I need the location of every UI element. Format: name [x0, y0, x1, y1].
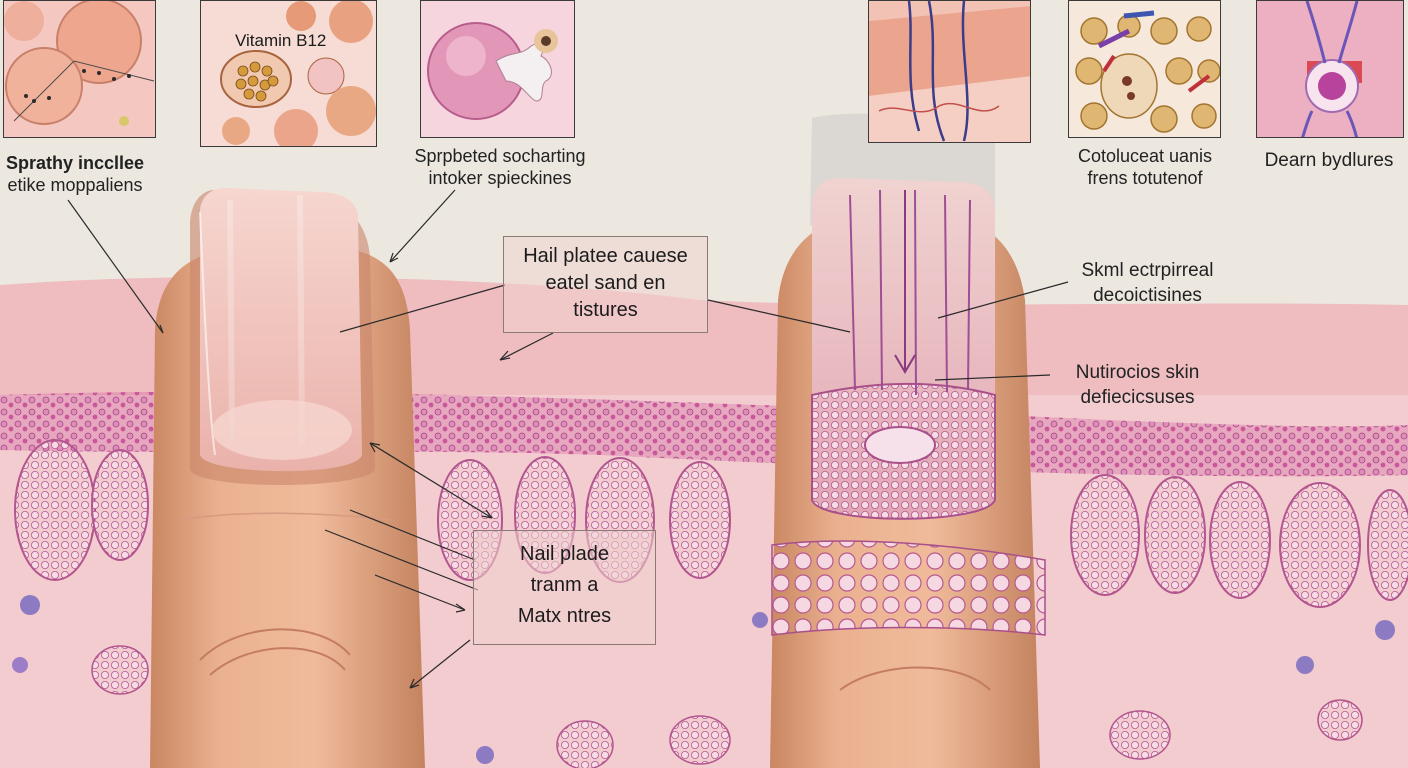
inset-cell-cluster: [1068, 0, 1221, 138]
pink-cell-illustration: [421, 1, 575, 138]
label-skml-line2: decoictisines: [1065, 283, 1230, 308]
label-top-center: Sprpbeted socharting intoker spieckines: [400, 145, 600, 189]
nail-box-line3: Matx ntres: [484, 601, 645, 632]
label-nutricos: Nutirocios skin defiecicsuses: [1055, 360, 1220, 410]
cell-cluster-illustration: [1069, 1, 1221, 138]
label-top-left-line1: Sprathy inccllee: [0, 152, 150, 174]
red-cells-illustration: [4, 1, 156, 138]
label-top-right-line1: Dearn bydlures: [1250, 150, 1408, 172]
right-finger: [770, 114, 1045, 768]
skin-section-illustration: [869, 1, 1031, 143]
label-top-right: Dearn bydlures: [1250, 150, 1408, 172]
label-top-left: Sprathy inccllee etike moppaliens: [0, 152, 150, 196]
vitamin-b12-title: Vitamin B12: [235, 31, 326, 51]
label-skml: Skml ectrpirreal decoictisines: [1065, 258, 1230, 308]
inset-skin-section: [868, 0, 1031, 143]
nail-plade-box: Nail plade tranm a Matx ntres: [473, 530, 656, 645]
label-top-right-center-line1: Cotoluceat uanis: [1060, 145, 1230, 167]
label-top-right-center-line2: frens totutenof: [1060, 167, 1230, 189]
label-nutricos-line1: Nutirocios skin: [1055, 360, 1220, 385]
label-top-center-line1: Sprpbeted socharting: [400, 145, 600, 167]
inset-red-cells: [3, 0, 156, 138]
label-top-left-line2: etike moppaliens: [0, 174, 150, 196]
label-top-right-center: Cotoluceat uanis frens totutenof: [1060, 145, 1230, 189]
nail-box-line1: Nail plade: [484, 539, 645, 570]
inset-nerve-node: [1256, 0, 1404, 138]
vitamin-b12-cells-illustration: [201, 1, 377, 147]
left-finger: [150, 188, 425, 768]
label-skml-line1: Skml ectrpirreal: [1065, 258, 1230, 283]
inset-pink-cell: [420, 0, 575, 138]
label-nutricos-line2: defiecicsuses: [1055, 385, 1220, 410]
nail-box-line2: tranm a: [484, 570, 645, 601]
hail-box-line2: eatel sand en: [514, 270, 697, 297]
nerve-node-illustration: [1257, 1, 1404, 138]
inset-vitamin-b12: Vitamin B12: [200, 0, 377, 147]
hail-box-line1: Hail platee cauese: [514, 243, 697, 270]
hail-box-line3: tistures: [514, 297, 697, 324]
matrix-band: [772, 541, 1045, 635]
hail-plate-box: Hail platee cauese eatel sand en tisture…: [503, 236, 708, 333]
label-top-center-line2: intoker spieckines: [400, 167, 600, 189]
